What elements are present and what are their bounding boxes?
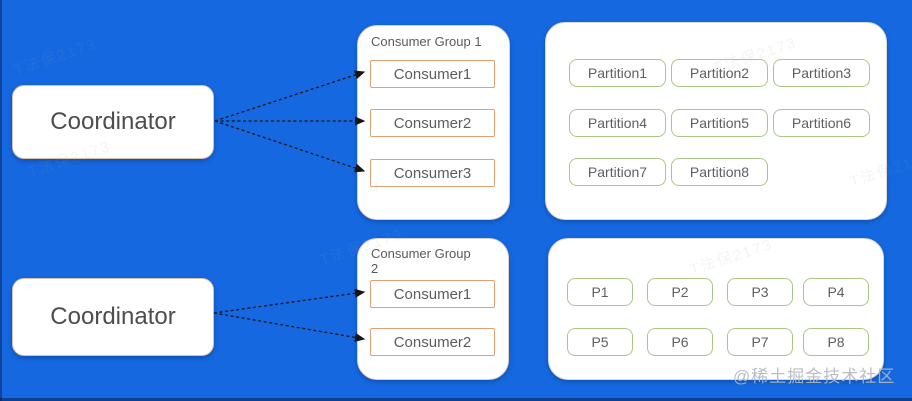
partition-box: P5 [567, 328, 633, 356]
arrow-coordinator2-consumer1 [213, 288, 366, 314]
partition-box: P2 [647, 278, 713, 306]
coordinator-label: Coordinator [50, 303, 176, 330]
partition-label: Partition1 [587, 65, 648, 81]
consumer-box: Consumer1 [370, 60, 495, 88]
partition-label: P1 [591, 284, 609, 300]
arrow-coordinator1-consumer1 [214, 70, 366, 122]
partition-label: P6 [671, 334, 689, 350]
partition-box: P7 [727, 328, 793, 356]
consumer-group-title: Consumer Group 2 [371, 246, 471, 276]
partition-panel-2: P1 P2 P3 P4 P5 P6 P7 P8 [548, 238, 884, 380]
consumer-box: Consumer1 [370, 280, 495, 308]
partition-label: P4 [827, 284, 845, 300]
partition-label: Partition6 [791, 115, 852, 131]
partition-box: Partition5 [671, 109, 768, 137]
consumer-label: Consumer2 [393, 114, 472, 132]
partition-box: P4 [803, 278, 869, 306]
juejin-watermark: @稀土掘金技术社区 [733, 367, 896, 386]
consumer-box: Consumer2 [370, 328, 495, 356]
partition-box: Partition8 [671, 158, 768, 186]
arrow-coordinator2-consumer2 [213, 312, 366, 342]
partition-label: Partition4 [587, 115, 648, 131]
consumer-group-1-panel: Consumer Group 1 Consumer1 Consumer2 Con… [357, 25, 510, 220]
consumer-group-title: Consumer Group 1 [371, 34, 482, 49]
screenshot-edge-left [0, 0, 2, 401]
partition-label: Partition5 [689, 115, 750, 131]
coordinator-box-2: Coordinator [12, 278, 214, 356]
coordinator-box-1: Coordinator [12, 85, 214, 159]
partition-label: Partition3 [791, 65, 852, 81]
consumer-label: Consumer3 [393, 164, 472, 182]
screenshot-edge-bottom [0, 398, 912, 401]
consumer-group-2-panel: Consumer Group 2 Consumer1 Consumer2 [357, 238, 509, 380]
partition-box: P6 [647, 328, 713, 356]
faint-watermark: T法保2173 [11, 35, 100, 79]
consumer-box: Consumer3 [370, 159, 495, 187]
partition-box: P3 [727, 278, 793, 306]
partition-label: P8 [827, 334, 845, 350]
partition-label: Partition2 [689, 65, 750, 81]
partition-box: Partition3 [773, 59, 870, 87]
partition-box: P1 [567, 278, 633, 306]
partition-box: Partition1 [569, 59, 666, 87]
partition-box: Partition6 [773, 109, 870, 137]
partition-label: Partition8 [689, 164, 750, 180]
consumer-box: Consumer2 [370, 109, 495, 137]
consumer-label: Consumer1 [393, 285, 472, 303]
partition-label: Partition7 [587, 164, 648, 180]
partition-panel-1: Partition1 Partition2 Partition3 Partiti… [545, 22, 887, 220]
partition-label: P3 [751, 284, 769, 300]
partition-box: P8 [803, 328, 869, 356]
partition-label: P2 [671, 284, 689, 300]
consumer-label: Consumer2 [393, 333, 472, 351]
partition-label: P7 [751, 334, 769, 350]
partition-box: Partition7 [569, 158, 666, 186]
coordinator-label: Coordinator [50, 108, 176, 135]
partition-box: Partition2 [671, 59, 768, 87]
partition-box: Partition4 [569, 109, 666, 137]
arrow-coordinator1-consumer3 [214, 120, 366, 173]
consumer-label: Consumer1 [393, 65, 472, 83]
partition-label: P5 [591, 334, 609, 350]
